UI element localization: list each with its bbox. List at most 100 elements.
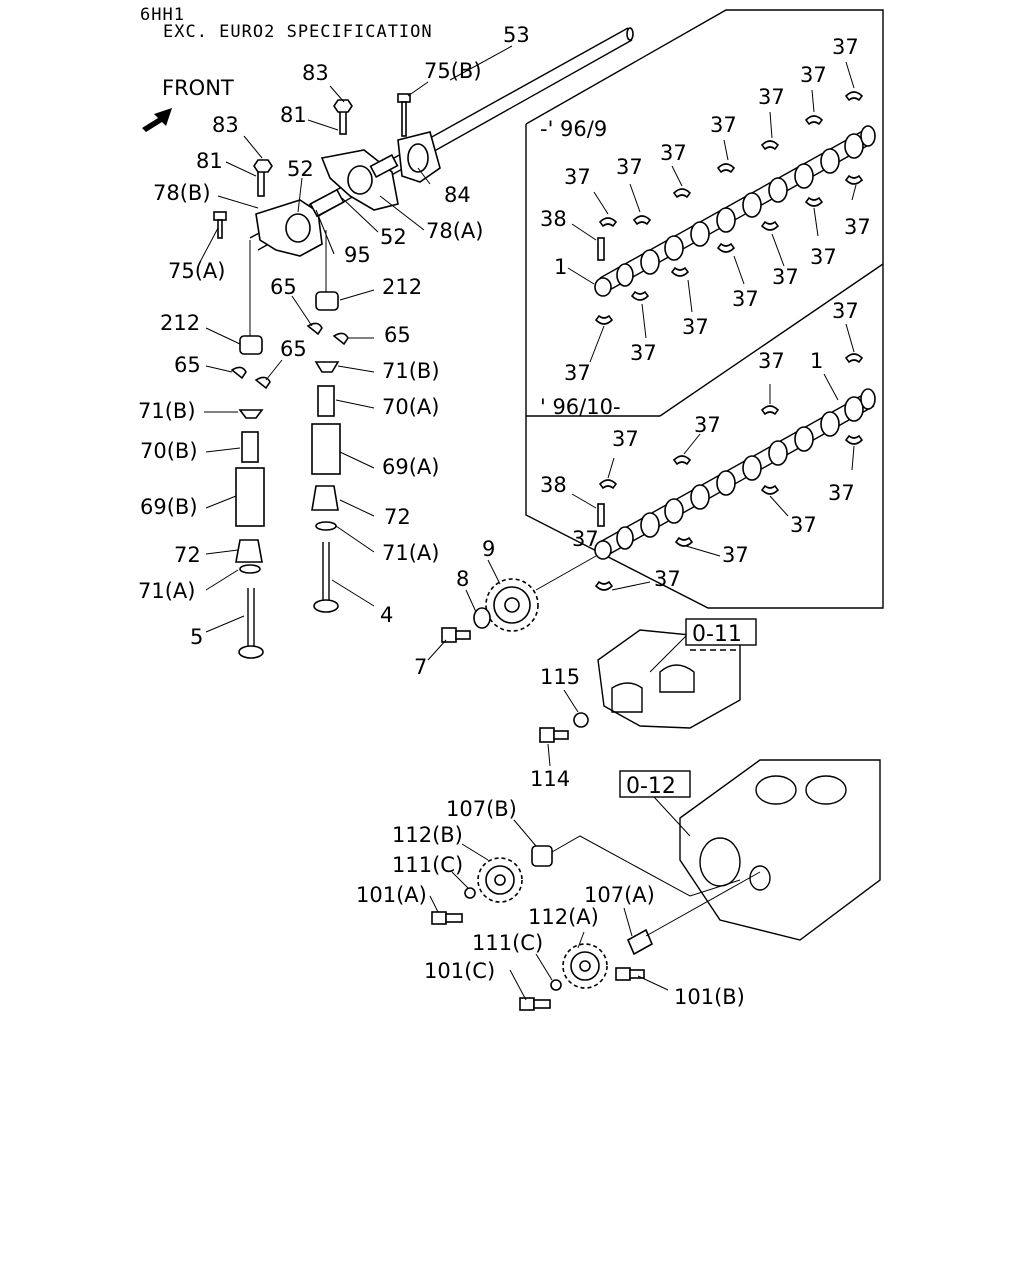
callout-212-left: 212 — [160, 311, 200, 335]
callout-37-lower-8: 37 — [654, 567, 681, 591]
callout-37-upper-11: 37 — [732, 287, 759, 311]
callout-72-left: 72 — [174, 543, 201, 567]
callout-81-left: 81 — [196, 149, 223, 173]
callout-75b: 75(B) — [424, 59, 482, 83]
callout-37-lower-2: 37 — [758, 349, 785, 373]
callout-37-upper-13: 37 — [630, 341, 657, 365]
callout-83-left: 83 — [212, 113, 239, 137]
callout-78b: 78(B) — [153, 181, 211, 205]
callout-37-upper-6: 37 — [616, 155, 643, 179]
callout-37-lower-9: 37 — [572, 527, 599, 551]
callout-7: 7 — [414, 655, 427, 679]
callout-71a-right: 71(A) — [382, 541, 439, 565]
rocker-arms — [255, 131, 441, 257]
callout-8: 8 — [456, 567, 469, 591]
upper-panel-leaders — [567, 61, 857, 363]
callout-112b: 112(B) — [392, 823, 463, 847]
ref-box-0-12 — [619, 770, 691, 798]
callout-65-top: 65 — [270, 275, 297, 299]
callout-37-upper-1: 37 — [832, 35, 859, 59]
callout-71b-left: 71(B) — [138, 399, 196, 423]
callout-72-right: 72 — [384, 505, 411, 529]
callout-1-upper: 1 — [554, 255, 567, 279]
callout-101b: 101(B) — [674, 985, 745, 1009]
callout-37-upper-12: 37 — [682, 315, 709, 339]
callout-37-upper-10: 37 — [772, 265, 799, 289]
callout-69b: 69(B) — [140, 495, 198, 519]
upper-bearing-shells — [594, 91, 864, 325]
callout-65-left: 65 — [174, 353, 201, 377]
front-label: FRONT — [162, 76, 234, 100]
ref-0-12: 0-12 — [626, 774, 676, 799]
callout-70a: 70(A) — [382, 395, 439, 419]
cylinder-block-section — [679, 759, 881, 941]
callout-53: 53 — [503, 23, 530, 47]
callout-101c: 101(C) — [424, 959, 495, 983]
specification-label: EXC. EURO2 SPECIFICATION — [163, 22, 433, 42]
cylinder-head-section — [539, 629, 741, 743]
callout-111c-upper: 111(C) — [392, 853, 463, 877]
callout-52-bottom: 52 — [380, 225, 407, 249]
callout-81-top: 81 — [280, 103, 307, 127]
callout-112a: 112(A) — [528, 905, 599, 929]
callout-9: 9 — [482, 537, 495, 561]
callout-37-lower-5: 37 — [828, 481, 855, 505]
lower-panel-range: ' 96/10- — [540, 395, 621, 419]
callout-115: 115 — [540, 665, 580, 689]
lower-dowel-pin — [597, 503, 605, 527]
callout-111c-lower: 111(C) — [472, 931, 543, 955]
ref-0-11: 0-11 — [692, 622, 742, 647]
callout-37-lower-4: 37 — [612, 427, 639, 451]
upper-panel-range: -' 96/9 — [540, 117, 607, 141]
camshaft-gear — [441, 555, 597, 643]
callout-37-lower-1: 37 — [832, 299, 859, 323]
callout-69a: 69(A) — [382, 455, 439, 479]
lower-panel-leaders — [571, 323, 855, 591]
callout-71a-left: 71(A) — [138, 579, 195, 603]
callout-37-lower-7: 37 — [722, 543, 749, 567]
callout-37-upper-4: 37 — [710, 113, 737, 137]
valve-train-right — [306, 230, 349, 613]
callout-1-lower: 1 — [810, 349, 823, 373]
callout-107b: 107(B) — [446, 797, 517, 821]
callout-4: 4 — [380, 603, 393, 627]
idler-gear-lower — [519, 871, 761, 1011]
callout-65-mid: 65 — [280, 337, 307, 361]
callout-5: 5 — [190, 625, 203, 649]
left-leaders — [199, 45, 669, 1001]
lower-bearing-shells — [594, 353, 864, 591]
callout-37-lower-3: 37 — [694, 413, 721, 437]
callout-107a: 107(A) — [584, 883, 655, 907]
callout-37-upper-7: 37 — [564, 165, 591, 189]
callout-37-upper-5: 37 — [660, 141, 687, 165]
adjust-screws-and-nuts — [213, 93, 411, 239]
callout-84: 84 — [444, 183, 471, 207]
callout-38-upper: 38 — [540, 207, 567, 231]
engine-model-label: 6HH1 — [140, 5, 185, 25]
callout-212-right: 212 — [382, 275, 422, 299]
callout-37-upper-8: 37 — [844, 215, 871, 239]
callout-37-upper-3: 37 — [758, 85, 785, 109]
callout-101a: 101(A) — [356, 883, 427, 907]
idler-gear-upper — [431, 835, 741, 925]
camshaft-panel-outline — [525, 9, 884, 609]
ref-box-0-11 — [685, 618, 757, 646]
callout-83-top: 83 — [302, 61, 329, 85]
callout-71b-right: 71(B) — [382, 359, 440, 383]
callout-78a: 78(A) — [426, 219, 483, 243]
callout-38-lower: 38 — [540, 473, 567, 497]
callout-114: 114 — [530, 767, 570, 791]
callout-37-upper-14: 37 — [564, 361, 591, 385]
callout-95: 95 — [344, 243, 371, 267]
rocker-springs — [309, 153, 399, 218]
callout-52-top: 52 — [287, 157, 314, 181]
callout-75a: 75(A) — [168, 259, 225, 283]
callout-37-upper-9: 37 — [810, 245, 837, 269]
valve-train-left — [230, 240, 271, 659]
upper-dowel-pin — [597, 237, 605, 261]
lower-camshaft — [594, 388, 876, 560]
callout-65-right: 65 — [384, 323, 411, 347]
callout-70b: 70(B) — [140, 439, 198, 463]
front-arrow-icon — [142, 108, 172, 132]
